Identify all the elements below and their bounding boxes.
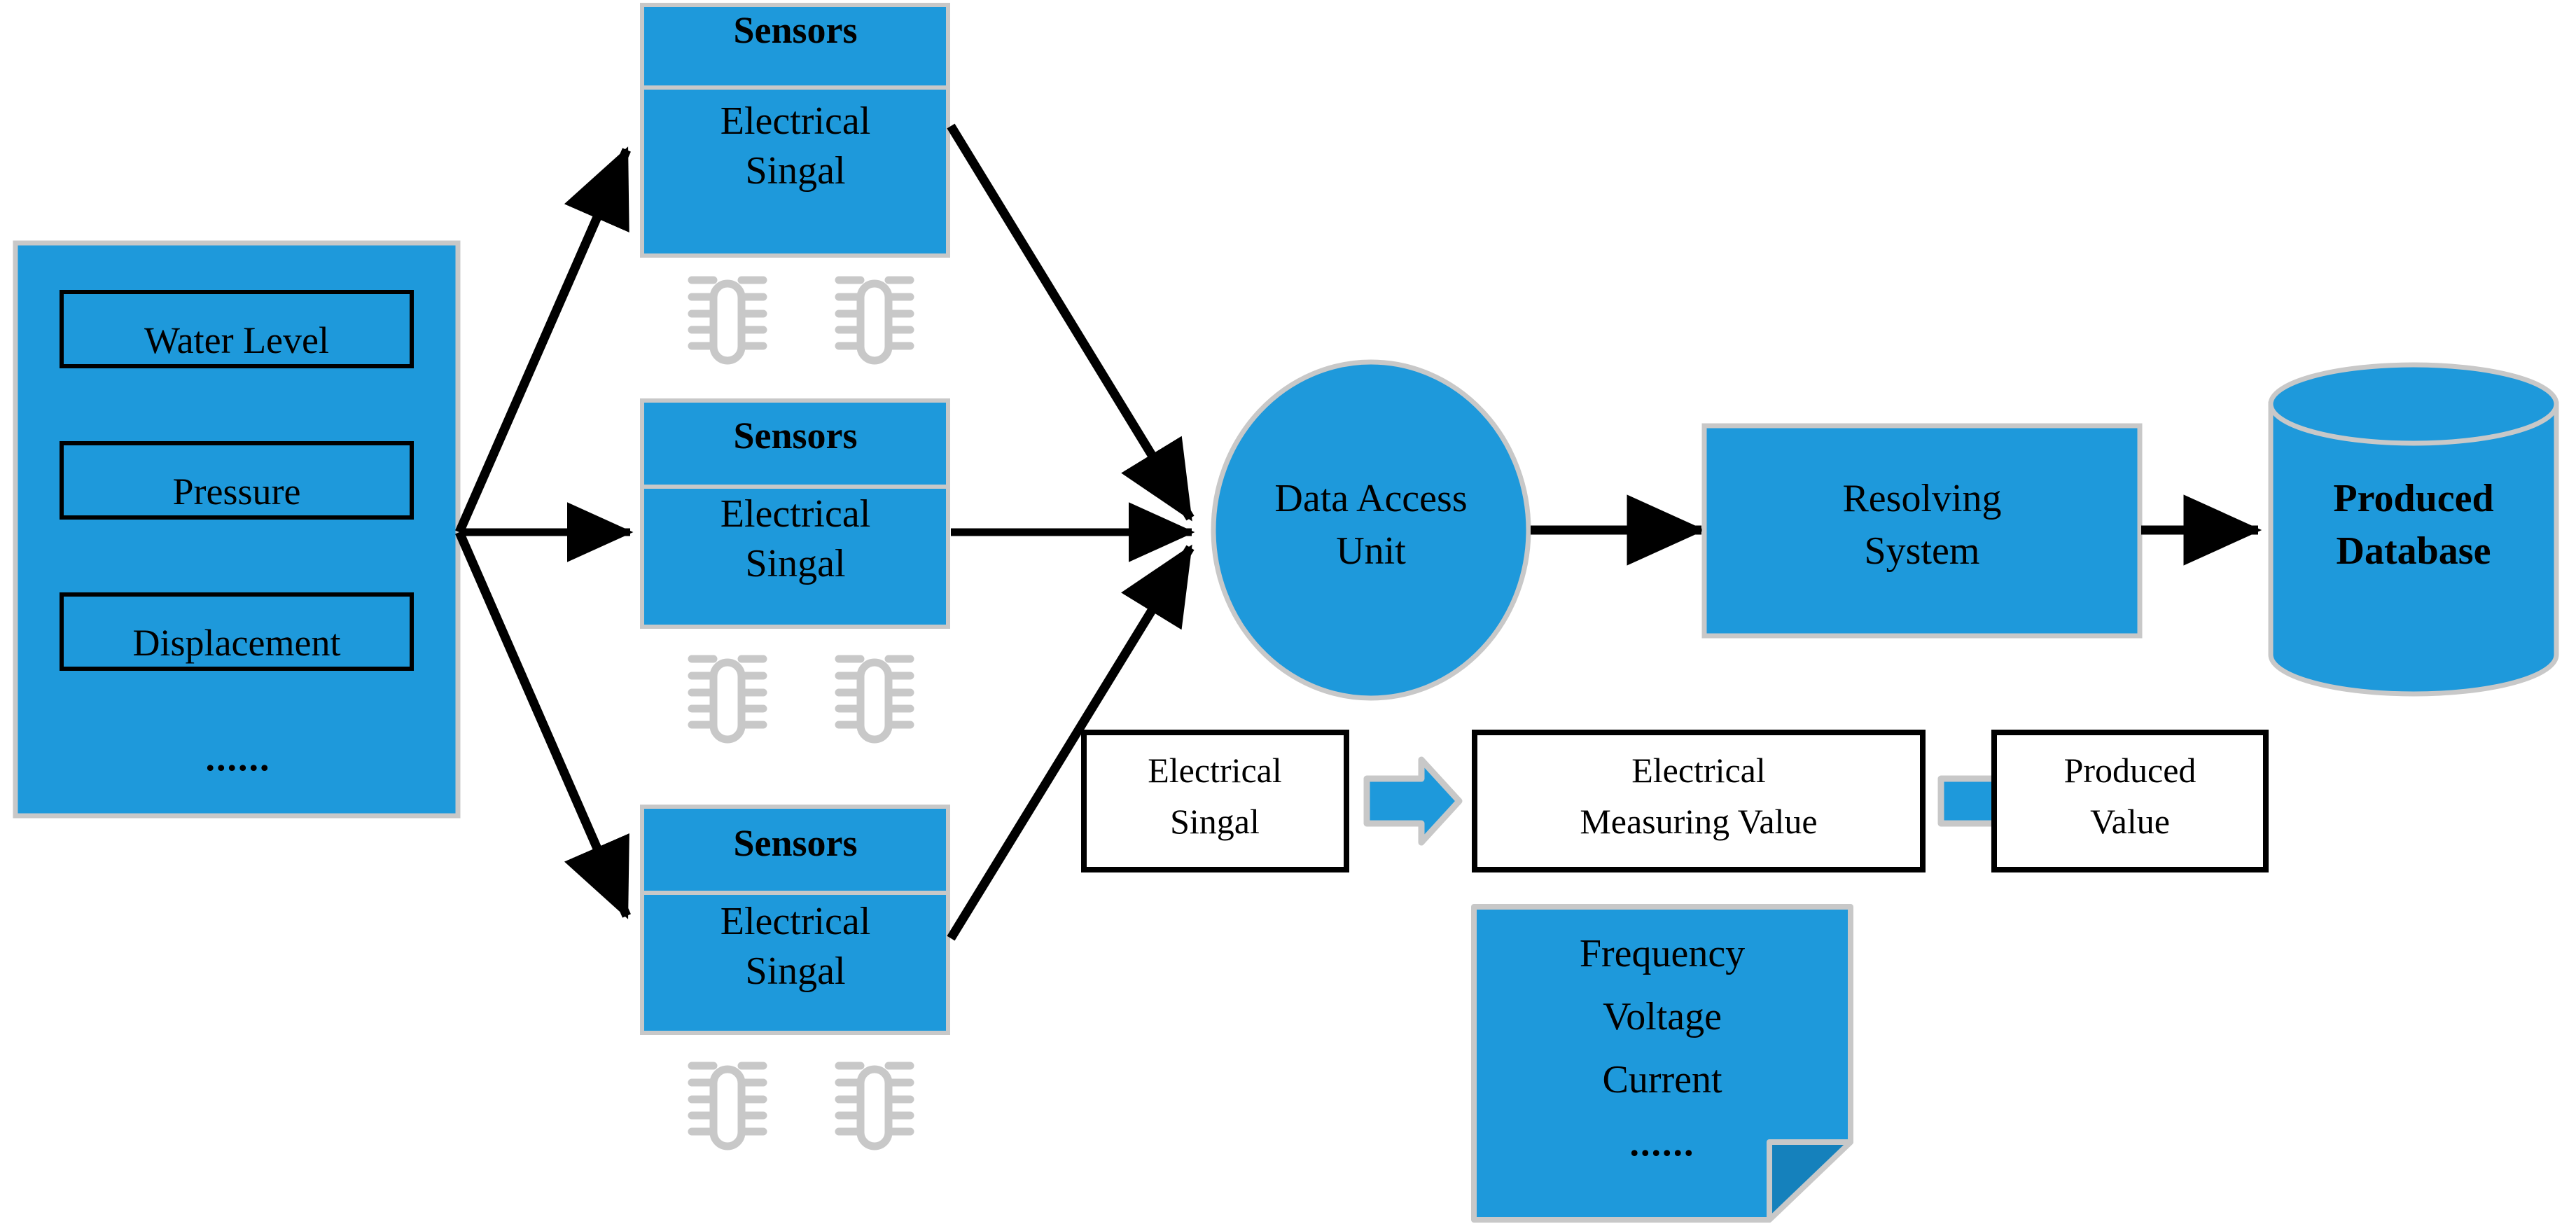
sensor-block-3[interactable]: Sensors Electrical Singal bbox=[640, 805, 950, 1150]
chip-icon bbox=[835, 655, 914, 744]
value-flow-step-1[interactable]: Electrical Singal bbox=[1081, 730, 1349, 872]
produced-database-line2: Database bbox=[2337, 529, 2491, 573]
sensor-body-box bbox=[640, 85, 950, 258]
sensor-header-box bbox=[640, 3, 950, 90]
sensor-body-line2: Singal bbox=[745, 542, 845, 585]
source-panel-ellipsis: ...... bbox=[206, 737, 271, 779]
converge-arrows bbox=[947, 123, 1195, 941]
source-item-label: Water Level bbox=[144, 319, 329, 361]
measurement-sources-panel: Water Level Pressure Displacement ...... bbox=[13, 240, 461, 819]
fanout-arrows bbox=[455, 146, 634, 919]
sensor-header-label: Sensors bbox=[733, 822, 857, 864]
resolving-system-line2: System bbox=[1865, 529, 1980, 573]
resolving-system-line1: Resolving bbox=[1842, 477, 2001, 520]
sensor-block-2[interactable]: Sensors Electrical Singal bbox=[640, 398, 950, 744]
value-flow-step-box bbox=[1472, 730, 1926, 872]
sensor-body-line1: Electrical bbox=[720, 492, 871, 536]
data-access-unit-line1: Data Access bbox=[1274, 477, 1467, 520]
chip-icon bbox=[688, 655, 767, 744]
note-line-frequency: Frequency bbox=[1580, 932, 1745, 975]
value-flow-step-line1: Produced bbox=[2064, 751, 2196, 790]
sensor-header-box bbox=[640, 398, 950, 489]
value-flow-step-line2: Value bbox=[2090, 802, 2170, 841]
sensor-header-box bbox=[640, 805, 950, 895]
note-line-voltage: Voltage bbox=[1603, 995, 1722, 1038]
source-item-box bbox=[60, 290, 414, 368]
arrow-sensor3-to-dau bbox=[947, 544, 1195, 941]
value-flow-step-box bbox=[1081, 730, 1349, 872]
chip-icon bbox=[688, 276, 767, 365]
note-ellipsis: ...... bbox=[1630, 1122, 1695, 1164]
produced-database-body bbox=[2268, 401, 2559, 697]
value-flow-step-2[interactable]: Electrical Measuring Value bbox=[1472, 730, 1926, 872]
source-item-water-level[interactable]: Water Level bbox=[60, 290, 414, 368]
value-flow-step-line2: Measuring Value bbox=[1580, 802, 1817, 841]
sensor-header-label: Sensors bbox=[733, 9, 857, 51]
sensor-body-line2: Singal bbox=[745, 149, 845, 193]
source-item-label: Displacement bbox=[133, 622, 341, 664]
sensor-header-label: Sensors bbox=[733, 415, 857, 457]
sensor-body-line2: Singal bbox=[745, 950, 845, 993]
note-line-current: Current bbox=[1602, 1058, 1722, 1101]
chip-icon bbox=[835, 276, 914, 365]
block-arrow-shape bbox=[1363, 756, 1463, 846]
block-arrow-right-icon bbox=[1363, 756, 1463, 846]
resolving-system-node[interactable]: Resolving System bbox=[1701, 423, 2143, 639]
arrow-sensor1-to-dau bbox=[947, 123, 1195, 522]
sensor-body-box bbox=[640, 891, 950, 1035]
value-flow-step-line1: Electrical bbox=[1148, 751, 1282, 790]
source-item-pressure[interactable]: Pressure bbox=[60, 441, 414, 520]
sensor-body-line1: Electrical bbox=[720, 900, 871, 943]
sensor-block-1[interactable]: Sensors Electrical Singal bbox=[640, 3, 950, 365]
source-item-box bbox=[60, 592, 414, 671]
chip-icon bbox=[835, 1062, 914, 1150]
source-item-box bbox=[60, 441, 414, 520]
value-flow-step-line2: Singal bbox=[1170, 802, 1260, 841]
chip-icon bbox=[688, 1062, 767, 1150]
value-flow-row: Electrical Singal Electrical Measuring V… bbox=[1081, 730, 2269, 872]
arrow-source-to-sensor-3 bbox=[455, 530, 631, 919]
produced-database-node[interactable]: Produced Database bbox=[2268, 362, 2559, 697]
produced-database-top bbox=[2268, 362, 2559, 446]
data-access-unit-line2: Unit bbox=[1336, 529, 1406, 573]
note-folded-corner bbox=[1767, 1139, 1853, 1223]
value-flow-step-3[interactable]: Produced Value bbox=[1991, 730, 2269, 872]
data-access-unit-node[interactable]: Data Access Unit bbox=[1211, 359, 1531, 701]
sensor-body-box bbox=[640, 485, 950, 629]
measured-quantities-note[interactable]: Frequency Voltage Current ...... bbox=[1471, 904, 1853, 1223]
produced-database-line1: Produced bbox=[2333, 477, 2493, 520]
resolving-system-box bbox=[1701, 423, 2143, 639]
sensor-body-line1: Electrical bbox=[720, 99, 871, 143]
value-flow-step-line1: Electrical bbox=[1631, 751, 1766, 790]
source-item-displacement[interactable]: Displacement bbox=[60, 592, 414, 671]
arrow-source-to-sensor-1 bbox=[455, 146, 631, 534]
source-item-label: Pressure bbox=[173, 471, 301, 513]
data-access-unit-shape bbox=[1211, 359, 1531, 701]
value-flow-step-box bbox=[1991, 730, 2269, 872]
